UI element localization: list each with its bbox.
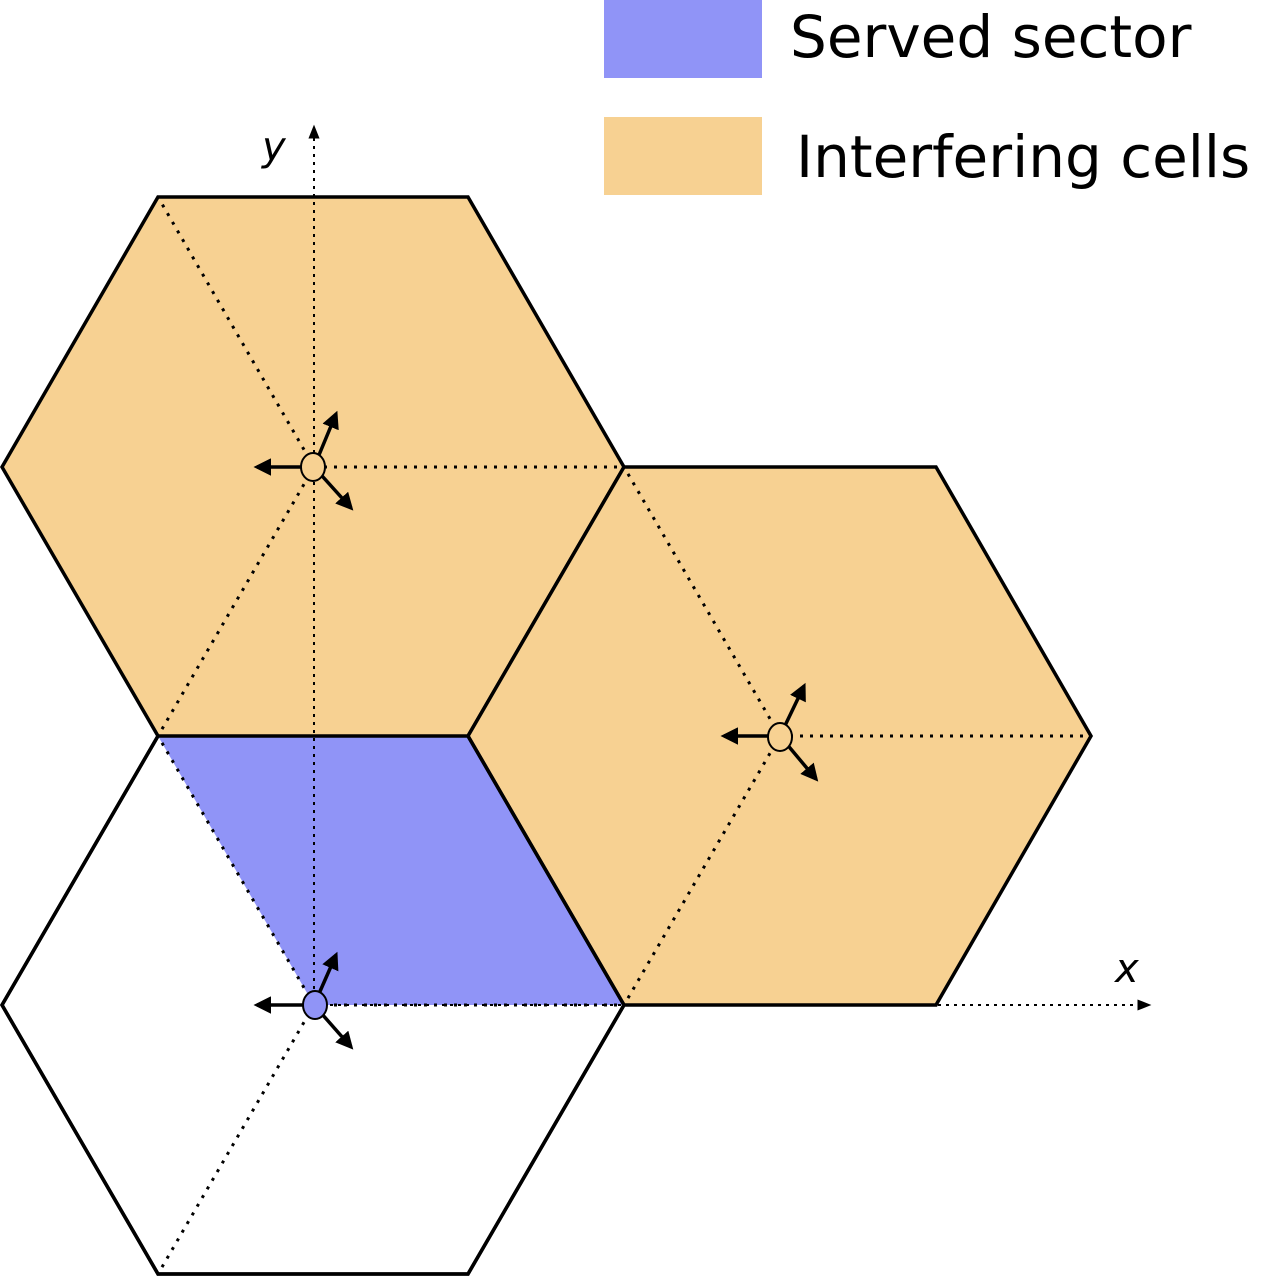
y-axis-label: y	[261, 124, 287, 170]
base-station-top-node	[300, 452, 326, 482]
legend-interfering-swatch	[604, 117, 762, 195]
base-station-top	[253, 410, 354, 511]
served-sector	[158, 736, 624, 1005]
legend-served-swatch	[604, 0, 762, 78]
sector-boundaries	[156, 196, 1091, 1275]
base-station-right-node	[767, 722, 793, 752]
legend-interfering-label: Interfering cells	[796, 123, 1251, 191]
served-cell-outline	[0, 735, 627, 1276]
base-station-right	[720, 682, 819, 782]
base-station-served	[253, 951, 354, 1050]
x-axis-label: x	[1113, 946, 1139, 992]
legend-served-label: Served sector	[790, 3, 1192, 71]
base-station-served-node	[302, 990, 328, 1020]
